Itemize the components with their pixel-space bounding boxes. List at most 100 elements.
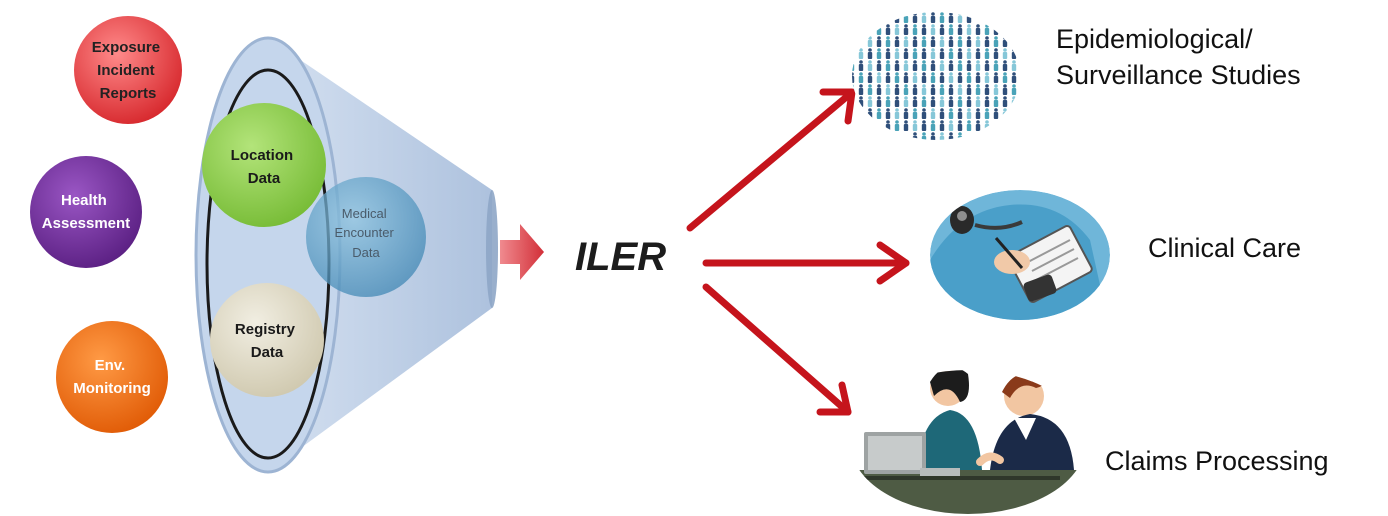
crowd-person [957, 108, 963, 119]
crowd-person [867, 60, 873, 71]
svg-text:Registry Data: Registry Data [235, 321, 299, 361]
crowd-person [1011, 96, 1017, 107]
crowd-person [939, 84, 945, 95]
crowd-person [885, 36, 891, 47]
arrow-to-epidemiological [686, 88, 856, 232]
crowd-person [948, 120, 954, 131]
crowd-person [903, 24, 909, 35]
crowd-person [993, 84, 999, 95]
crowd-person [966, 48, 972, 59]
crowd-person [966, 12, 972, 23]
medical-line-2: Encounter [335, 225, 395, 240]
crowd-person [894, 84, 900, 95]
funnel-to-iler-arrow [500, 224, 544, 280]
crowd-person [921, 108, 927, 119]
crowd-person [930, 84, 936, 95]
crowd-person [1002, 108, 1008, 119]
crowd-person [948, 108, 954, 119]
crowd-person [852, 60, 855, 71]
crowd-person [921, 12, 927, 23]
output-epidemiological: Epidemiological/ Surveillance Studies [1056, 24, 1301, 90]
crowd-person [1002, 84, 1008, 95]
crowd-person [912, 24, 918, 35]
crowd-person [975, 84, 981, 95]
source-exposure-line-2: Incident [97, 62, 155, 79]
crowd-person [966, 120, 972, 131]
crowd-person [921, 36, 927, 47]
source-health-assessment: Health Assessment [30, 156, 142, 268]
crowd-person [948, 132, 954, 140]
crowd-person [948, 36, 954, 47]
crowd-person [894, 96, 900, 107]
crowd-person [876, 72, 882, 83]
crowd-person [957, 120, 963, 131]
crowd-person [975, 36, 981, 47]
crowd-person [975, 96, 981, 107]
crowd-person [894, 12, 900, 23]
medical-line-1: Medical [342, 206, 387, 221]
crowd-person [876, 108, 882, 119]
registry-line-2: Data [251, 344, 284, 361]
crowd-person [894, 36, 900, 47]
crowd-person [885, 24, 891, 35]
crowd-person [939, 132, 945, 140]
funnel-item-location: Location Data [202, 103, 326, 227]
location-line-1: Location [231, 147, 294, 164]
crowd-person [885, 48, 891, 59]
crowd-person [921, 132, 927, 140]
crowd-person [966, 36, 972, 47]
crowd-person [984, 60, 990, 71]
crowd-person [867, 36, 873, 47]
crowd-person [930, 72, 936, 83]
crowd-person [975, 24, 981, 35]
crowd-person [948, 24, 954, 35]
crowd-person [912, 96, 918, 107]
arrow-to-claims [702, 283, 852, 416]
crowd-person [858, 96, 864, 107]
svg-text:Medical Encounter: Medical Encounter Data [335, 206, 398, 260]
crowd-person [894, 48, 900, 59]
output-arrows [686, 88, 910, 416]
crowd-person [957, 132, 963, 140]
source-exposure-line-3: Reports [100, 85, 157, 102]
crowd-person [885, 72, 891, 83]
svg-text:Exposure Incident: Exposure Incident Reports [92, 39, 165, 102]
crowd-person [939, 24, 945, 35]
crowd-person [948, 60, 954, 71]
crowd-person [903, 120, 909, 131]
crowd-person [885, 60, 891, 71]
crowd-person [858, 84, 864, 95]
source-exposure-line-1: Exposure [92, 39, 160, 56]
source-health-line-2: Assessment [42, 215, 130, 232]
crowd-person [876, 36, 882, 47]
crowd-person [966, 60, 972, 71]
crowd-person [957, 96, 963, 107]
crowd-person [1002, 60, 1008, 71]
crowd-person [957, 24, 963, 35]
output-clinical: Clinical Care [1148, 233, 1301, 263]
crowd-person [939, 12, 945, 23]
crowd-person [858, 60, 864, 71]
crowd-person [957, 72, 963, 83]
crowd-person [993, 96, 999, 107]
crowd-person [903, 84, 909, 95]
crowd-person [930, 36, 936, 47]
people-crowd-icon [852, 12, 1020, 140]
crowd-person [957, 48, 963, 59]
crowd-person [939, 72, 945, 83]
crowd-person [876, 48, 882, 59]
claims-line-1: Claims Processing [1105, 446, 1329, 476]
crowd-person [984, 24, 990, 35]
crowd-person [948, 72, 954, 83]
crowd-person [903, 108, 909, 119]
crowd-person [885, 108, 891, 119]
crowd-person [876, 60, 882, 71]
crowd-person [930, 120, 936, 131]
svg-text:Health Assessment: Health Assessment [42, 192, 130, 232]
svg-text:Location Data: Location Data [231, 147, 298, 187]
crowd-person [930, 24, 936, 35]
crowd-person [903, 48, 909, 59]
crowd-person [921, 72, 927, 83]
epi-line-2: Surveillance Studies [1056, 60, 1301, 90]
